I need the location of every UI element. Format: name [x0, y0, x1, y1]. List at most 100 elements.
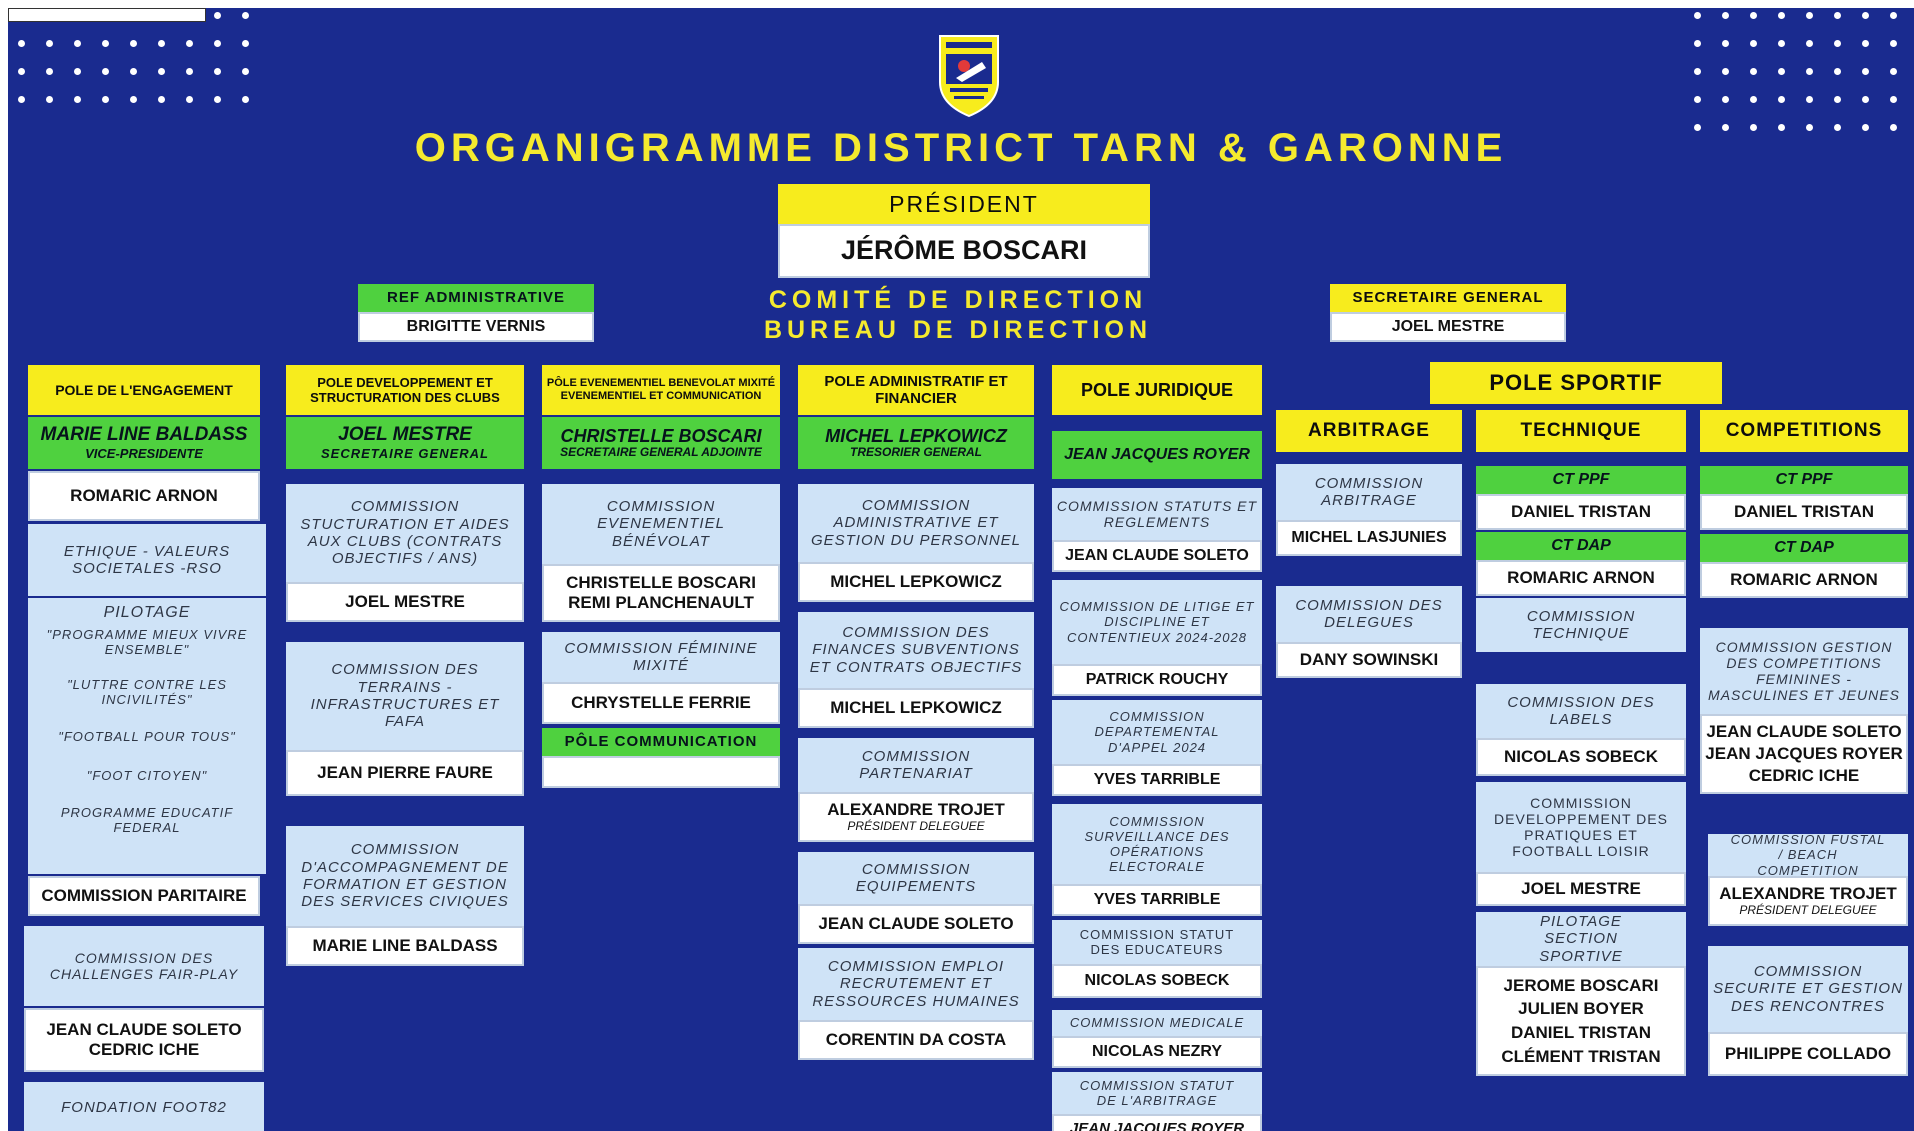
- statuts-name: JEAN CLAUDE SOLETO: [1052, 540, 1262, 572]
- administrative-name: MICHEL LEPKOWICZ: [798, 562, 1034, 602]
- pole-administratif-lead: MICHEL LEPKOWICZ TRESORIER GENERAL: [798, 417, 1034, 469]
- decorative-dot: [46, 12, 53, 19]
- decorative-dot: [1694, 40, 1701, 47]
- decorative-dot: [130, 96, 137, 103]
- decorative-dot: [1890, 12, 1897, 19]
- pole-juridique-lead: JEAN JACQUES ROYER: [1052, 431, 1262, 479]
- decorative-dot: [1722, 124, 1729, 131]
- member-name: CEDRIC ICHE: [1748, 765, 1860, 785]
- lead-name: JOEL MESTRE: [338, 424, 472, 446]
- arbitrage-name: MICHEL LASJUNIES: [1276, 520, 1462, 556]
- arbitrage-statut-commission: COMMISSION STATUT DE L'ARBITRAGE: [1052, 1072, 1262, 1114]
- pole-engagement-title: POLE DE L'ENGAGEMENT: [28, 365, 260, 415]
- decorative-dot: [102, 12, 109, 19]
- pole-evenementiel-title: PÔLE EVENEMENTIEL BENEVOLAT MIXITÉ EVENE…: [542, 365, 780, 415]
- structuration-name: JOEL MESTRE: [286, 582, 524, 622]
- decorative-dot: [214, 12, 221, 19]
- decorative-dot: [102, 40, 109, 47]
- member-name: JEROME BOSCARI: [1503, 975, 1659, 995]
- decorative-dot: [1694, 68, 1701, 75]
- pilotage-item: "FOOT CITOYEN": [86, 767, 208, 783]
- decorative-dot: [1834, 12, 1841, 19]
- member-name: JEAN JACQUES ROYER: [1705, 744, 1903, 764]
- technique-ppf-name: DANIEL TRISTAN: [1476, 494, 1686, 530]
- decorative-dot: [1750, 96, 1757, 103]
- technique-title: TECHNIQUE: [1476, 410, 1686, 452]
- finances-commission: COMMISSION DES FINANCES SUBVENTIONS ET C…: [798, 612, 1034, 688]
- pratiques-commission: COMMISSION DEVELOPPEMENT DES PRATIQUES E…: [1476, 782, 1686, 872]
- member-name: ALEXANDRE TROJET: [827, 800, 1005, 820]
- competitions-title: COMPETITIONS: [1700, 410, 1908, 452]
- decorative-dot: [74, 68, 81, 75]
- decorative-dot: [1750, 124, 1757, 131]
- arbitrage-commission: COMMISSION ARBITRAGE: [1276, 464, 1462, 520]
- section-sportive-commission: PILOTAGE SECTION SPORTIVE: [1476, 912, 1686, 966]
- decorative-dot: [1834, 40, 1841, 47]
- decorative-dot: [18, 40, 25, 47]
- communication-title: PÔLE COMMUNICATION: [542, 728, 780, 756]
- technique-dap-name: ROMARIC ARNON: [1476, 560, 1686, 596]
- decorative-dot: [158, 40, 165, 47]
- decorative-dot: [1778, 12, 1785, 19]
- decorative-dot: [186, 68, 193, 75]
- pole-administratif-title: POLE ADMINISTRATIF ET FINANCIER: [798, 365, 1034, 415]
- decorative-dot: [1722, 68, 1729, 75]
- pilotage-commission: PILOTAGE "PROGRAMME MIEUX VIVRE ENSEMBLE…: [28, 598, 266, 874]
- committee-line-1: COMITÉ DE DIRECTION: [768, 286, 1148, 314]
- educateurs-name: NICOLAS SOBECK: [1052, 964, 1262, 998]
- equipements-commission: COMMISSION EQUIPEMENTS: [798, 852, 1034, 904]
- decorative-dot: [1862, 40, 1869, 47]
- ethique-commission: ETHIQUE - VALEURS SOCIETALES -RSO: [28, 524, 266, 596]
- decorative-dots-left: [18, 12, 249, 103]
- gestion-competitions-names: JEAN CLAUDE SOLETO JEAN JACQUES ROYER CE…: [1700, 714, 1908, 794]
- gestion-competitions-commission: COMMISSION GESTION DES COMPETITIONS FEMI…: [1700, 628, 1908, 714]
- decorative-dot: [1694, 124, 1701, 131]
- pole-developpement-title: POLE DEVELOPPEMENT ET STRUCTURATION DES …: [286, 365, 524, 415]
- lead-name: MARIE LINE BALDASS: [40, 424, 248, 446]
- decorative-dot: [242, 40, 249, 47]
- decorative-dot: [214, 96, 221, 103]
- decorative-dots-right: [1694, 12, 1897, 131]
- decorative-dot: [186, 96, 193, 103]
- lead-name: MICHEL LEPKOWICZ: [825, 425, 1007, 446]
- president-name: JÉRÔME BOSCARI: [778, 224, 1150, 278]
- decorative-dot: [214, 68, 221, 75]
- member-name: REMI PLANCHENAULT: [568, 593, 754, 612]
- decorative-dot: [46, 40, 53, 47]
- pilotage-title: PILOTAGE: [103, 604, 191, 621]
- decorative-dot: [186, 12, 193, 19]
- terrains-name: JEAN PIERRE FAURE: [286, 750, 524, 796]
- decorative-dot: [1722, 40, 1729, 47]
- decorative-dot: [46, 68, 53, 75]
- labels-commission: COMMISSION DES LABELS: [1476, 684, 1686, 738]
- decorative-dot: [1806, 124, 1813, 131]
- decorative-dot: [1694, 12, 1701, 19]
- delegues-name: DANY SOWINSKI: [1276, 642, 1462, 678]
- finances-name: MICHEL LEPKOWICZ: [798, 688, 1034, 728]
- decorative-dot: [74, 12, 81, 19]
- surveillance-commission: COMMISSION SURVEILLANCE DES OPÉRATIONS E…: [1052, 804, 1262, 884]
- decorative-dot: [1806, 40, 1813, 47]
- securite-commission: COMMISSION SECURITE ET GESTION DES RENCO…: [1708, 946, 1908, 1032]
- securite-name: PHILIPPE COLLADO: [1708, 1032, 1908, 1076]
- decorative-dot: [1862, 12, 1869, 19]
- feminine-commission: COMMISSION FÉMININE MIXITÉ: [542, 632, 780, 682]
- member-name: CEDRIC ICHE: [88, 1040, 200, 1059]
- decorative-dot: [1750, 40, 1757, 47]
- member-role: PRÉSIDENT DELEGUEE: [847, 818, 985, 833]
- lead-role: TRESORIER GENERAL: [849, 445, 982, 460]
- lead-name: CHRISTELLE BOSCARI: [560, 425, 762, 446]
- administrative-commission: COMMISSION ADMINISTRATIVE ET GESTION DU …: [798, 484, 1034, 562]
- decorative-dot: [18, 68, 25, 75]
- decorative-dot: [242, 96, 249, 103]
- pole-engagement-lead: MARIE LINE BALDASS VICE-PRESIDENTE: [28, 417, 260, 469]
- emploi-commission: COMMISSION EMPLOI RECRUTEMENT ET RESSOUR…: [798, 948, 1034, 1020]
- appel-commission: COMMISSION DEPARTEMENTAL D'APPEL 2024: [1052, 700, 1262, 764]
- section-sportive-names: JEROME BOSCARI JULIEN BOYER DANIEL TRIST…: [1476, 966, 1686, 1076]
- decorative-dot: [130, 68, 137, 75]
- challenges-commission: COMMISSION DES CHALLENGES FAIR-PLAY: [24, 926, 264, 1006]
- decorative-dot: [1778, 40, 1785, 47]
- feminine-name: CHRYSTELLE FERRIE: [542, 682, 780, 724]
- partenariat-commission: COMMISSION PARTENARIAT: [798, 738, 1034, 792]
- lead-role: VICE-PRESIDENTE: [85, 446, 203, 462]
